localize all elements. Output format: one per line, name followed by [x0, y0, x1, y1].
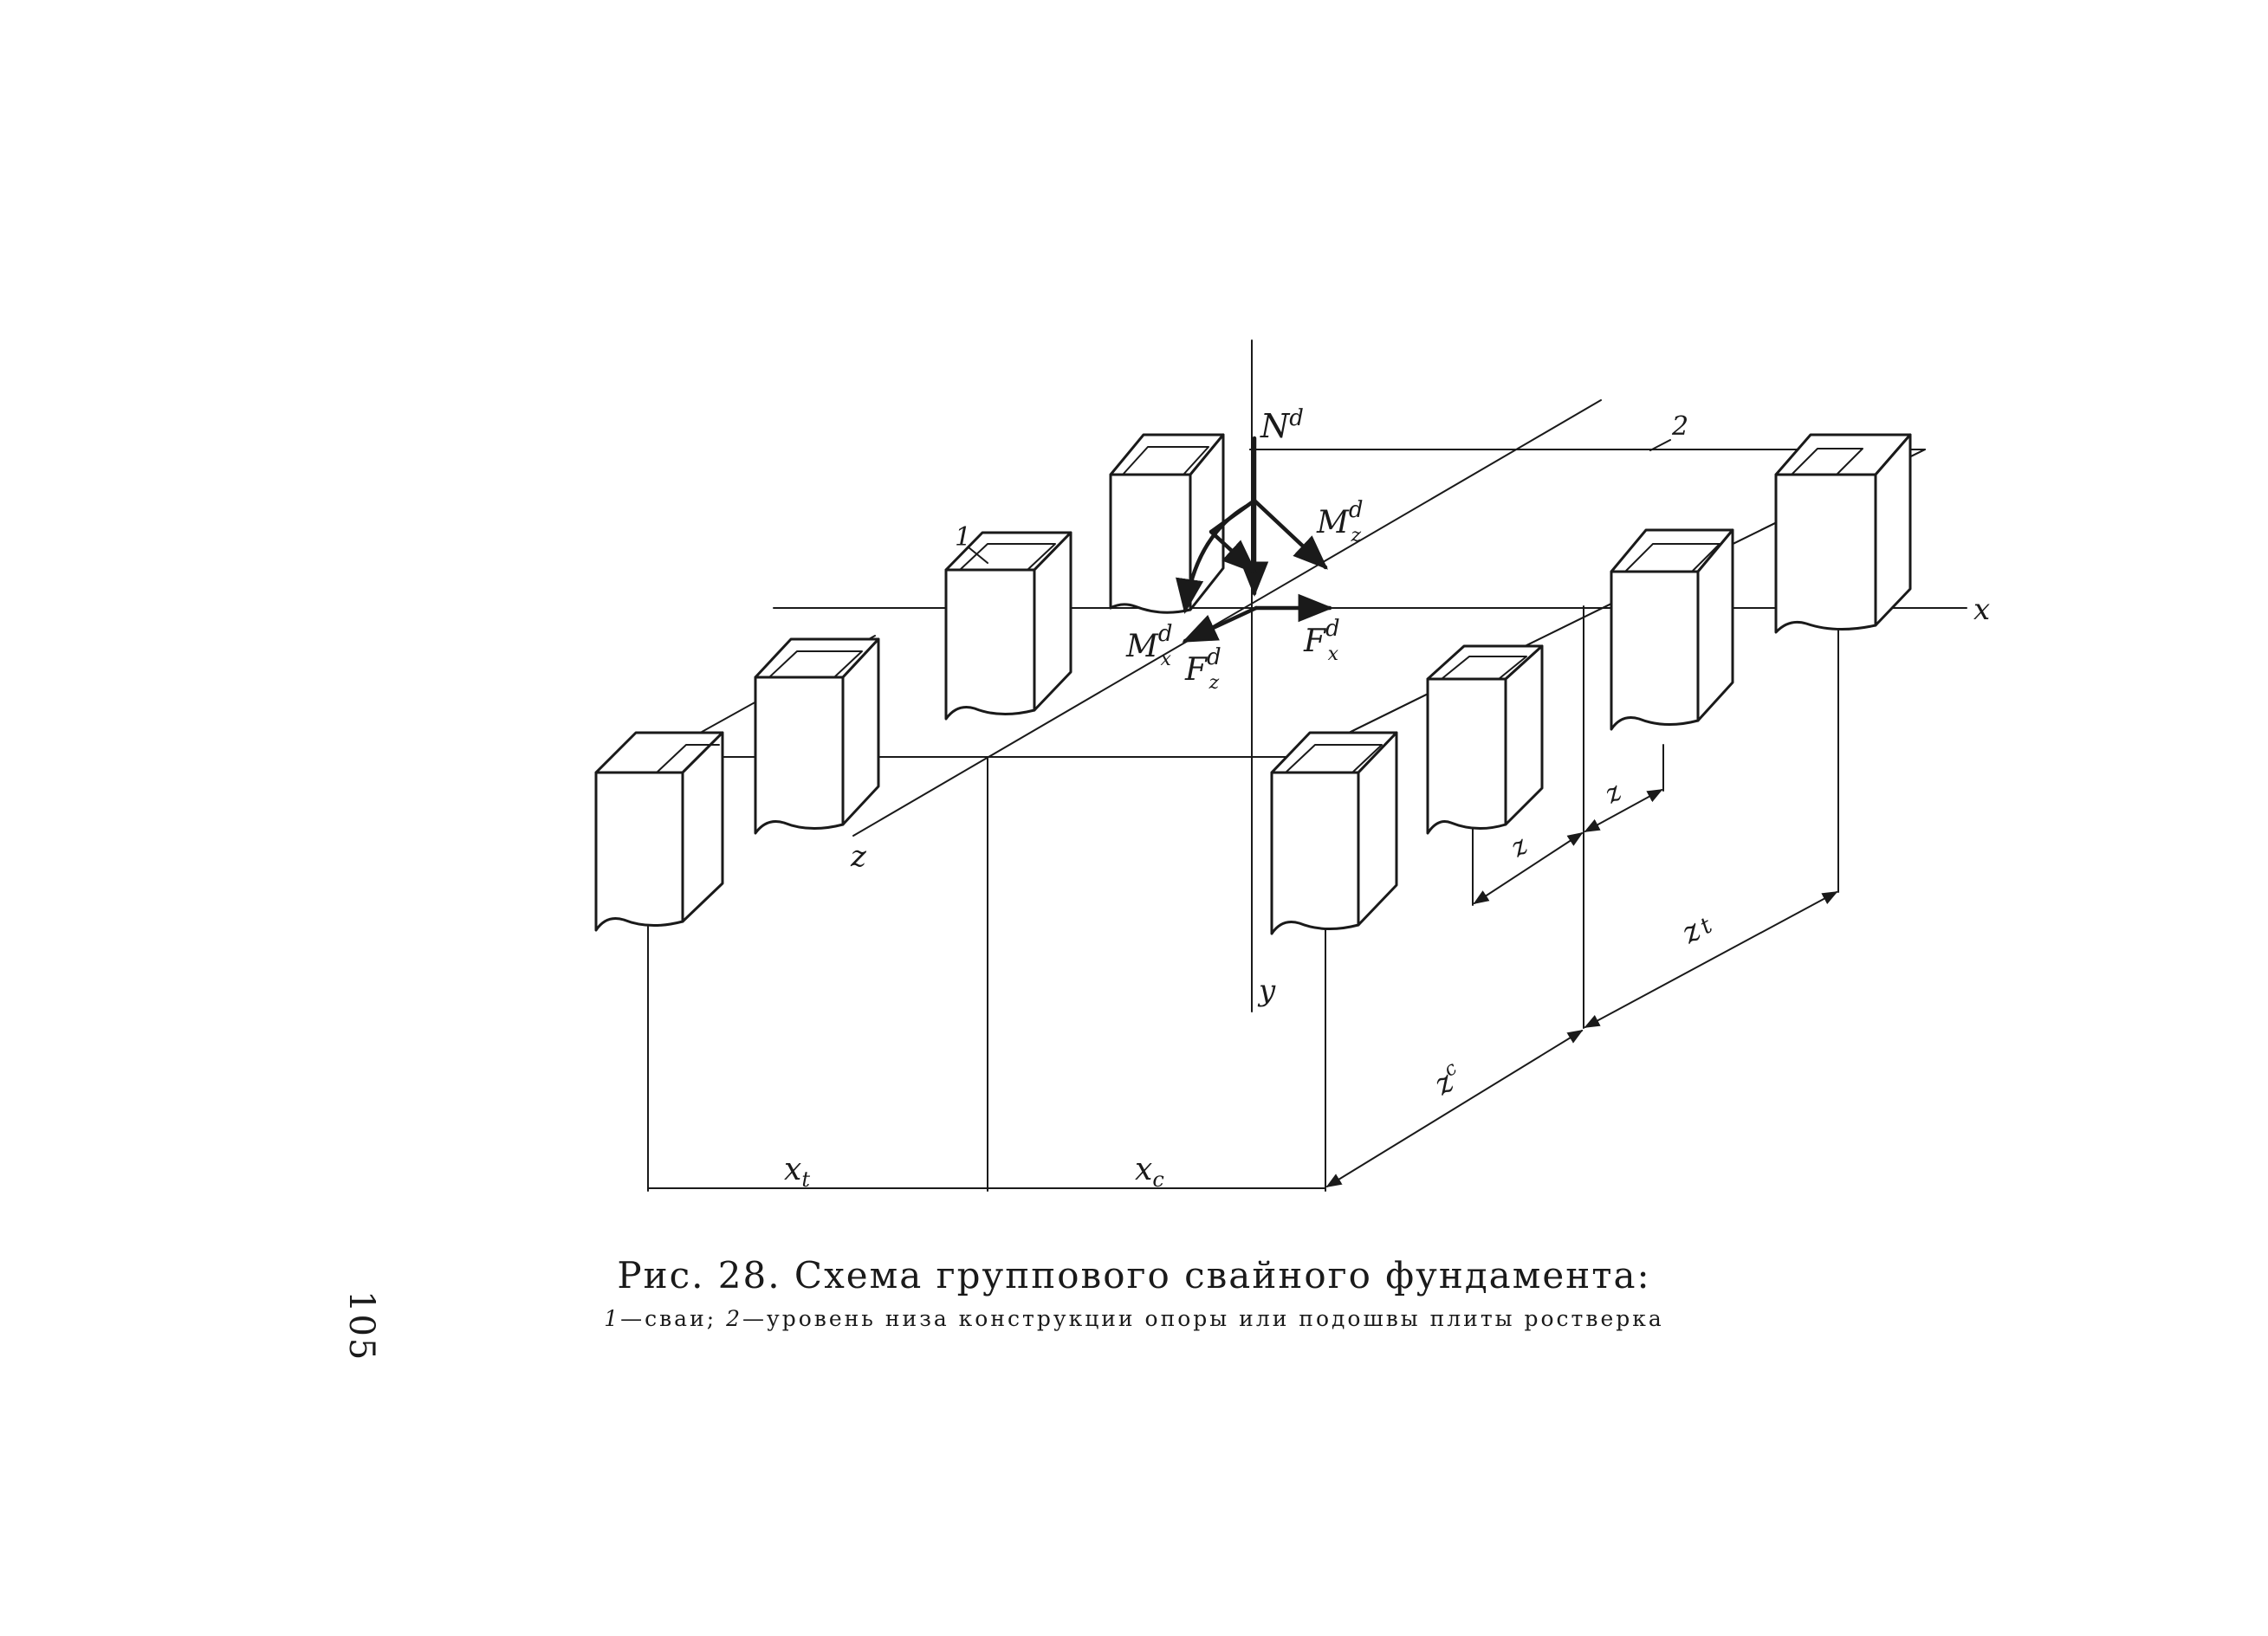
n-force-label: Nd — [1260, 405, 1304, 445]
mz-moment-arrow-2 — [1252, 498, 1328, 570]
z-spacing-dimension-1 — [1473, 832, 1584, 904]
z-spacing-dimension-2 — [1584, 789, 1663, 832]
callout-piles: 1 — [955, 522, 971, 553]
pile — [1610, 528, 1734, 731]
loads — [1176, 436, 1334, 643]
zt-dimension — [1584, 891, 1838, 1028]
legend-1-number: 1 — [604, 1306, 621, 1331]
pile — [1270, 731, 1398, 935]
pile — [1426, 644, 1544, 835]
y-axis-label: y — [1257, 973, 1276, 1008]
figure-caption-title: Рис. 28. Схема группового свайного фунда… — [617, 1254, 1651, 1297]
pile — [754, 637, 880, 835]
z-axis-label: z — [850, 839, 867, 874]
z-axis-line — [852, 399, 1602, 837]
z-spacing-label-2: z — [1599, 777, 1627, 811]
mx-moment-arrow — [1176, 504, 1248, 615]
x-axis-label: x — [1973, 592, 1990, 627]
pile — [594, 731, 724, 932]
fz-force-arrow — [1182, 605, 1259, 643]
legend-2-text: —уровень низа конструкции опоры или подо… — [742, 1306, 1664, 1331]
xc-dimension-label: xc — [1135, 1152, 1164, 1192]
zc-dimension-label: zc — [1427, 1057, 1469, 1103]
zt-dimension-label: zt — [1675, 907, 1718, 952]
z-spacing-label-1: z — [1505, 831, 1533, 864]
xt-dimension-label: xt — [784, 1152, 810, 1192]
zc-dimension — [1325, 1030, 1584, 1187]
pile — [1774, 433, 1912, 634]
pile — [944, 531, 1072, 721]
legend-2-number: 2 — [726, 1306, 743, 1331]
pile — [1109, 433, 1225, 614]
page-number: 105 — [341, 1290, 381, 1362]
figure-caption-legend: 1—сваи; 2—уровень низа конструкции опоры… — [0, 1306, 2268, 1331]
legend-1-text: —сваи; — [620, 1306, 727, 1331]
callout-base-level: 2 — [1671, 411, 1688, 442]
